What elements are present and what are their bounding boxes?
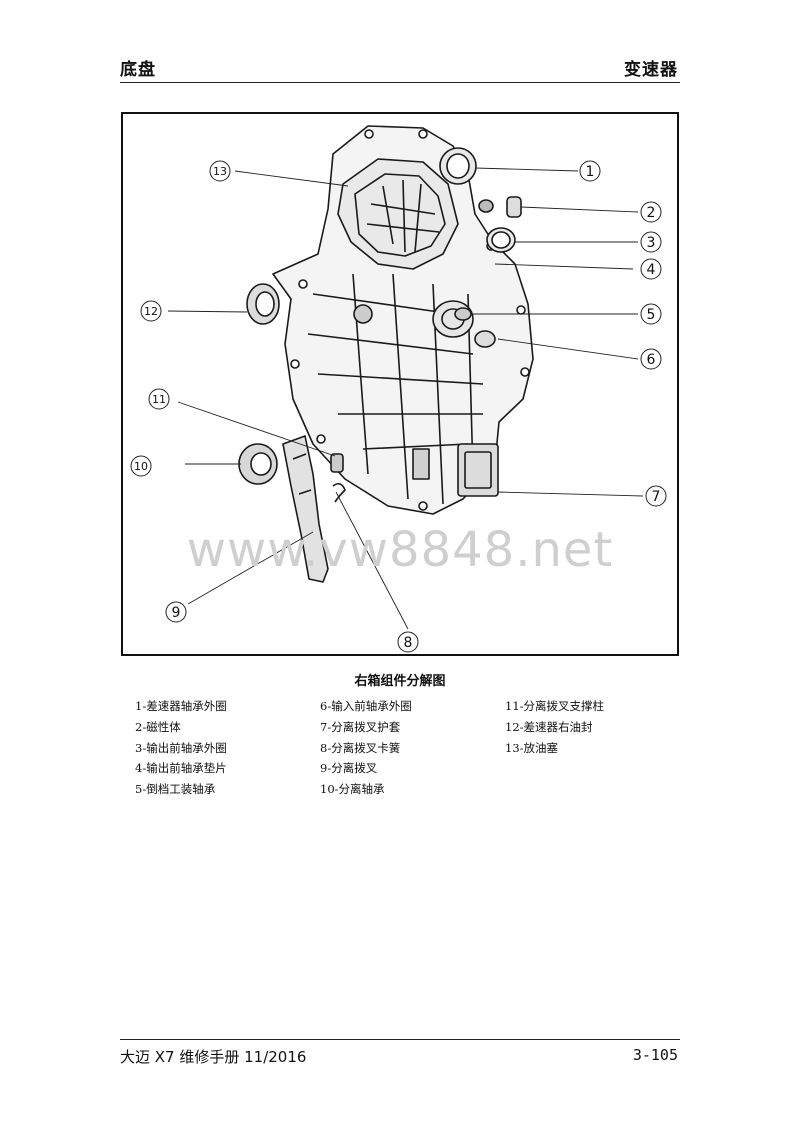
legend-item: 11-分离拨叉支撑柱: [505, 699, 605, 713]
transmission-housing-drawing: 1 2 3 4 5 6 7 8 9 10 11 12 13: [130, 125, 667, 653]
callout-1: 1: [586, 164, 595, 180]
callout-12: 12: [144, 305, 158, 318]
legend-item: 2-磁性体: [135, 719, 181, 734]
callout-9: 9: [172, 605, 181, 621]
callout-4: 4: [647, 262, 656, 278]
page-number: 3-105: [632, 1046, 678, 1064]
callout-7: 7: [652, 489, 661, 505]
legend-item: 1-差速器轴承外圈: [135, 699, 227, 713]
legend-item: 5-倒档工装轴承: [135, 782, 216, 797]
callout-10: 10: [134, 460, 148, 473]
chapter-title: 变速器: [624, 60, 678, 80]
callout-11: 11: [152, 393, 166, 406]
callout-6: 6: [647, 352, 656, 368]
callout-3: 3: [647, 235, 656, 251]
legend-column-3: 11-分离拨叉支撑柱 12-差速器右油封 13-放油塞: [505, 696, 604, 758]
legend-item: 8-分离拨叉卡簧: [320, 740, 401, 755]
legend-item: 3-输出前轴承外圈: [135, 740, 227, 755]
legend-item: 13-放油塞: [505, 740, 559, 755]
footer-rule: [120, 1039, 680, 1040]
section-title: 底盘: [120, 60, 156, 80]
callout-13: 13: [213, 165, 227, 178]
legend-item: 4-输出前轴承垫片: [135, 761, 227, 776]
legend-column-2: 6-输入前轴承外圈 7-分离拨叉护套 8-分离拨叉卡簧 9-分离拨叉 10-分离…: [320, 696, 412, 800]
callout-2: 2: [647, 205, 656, 221]
legend-column-1: 1-差速器轴承外圈 2-磁性体 3-输出前轴承外圈 4-输出前轴承垫片 5-倒档…: [135, 696, 227, 800]
legend-item: 12-差速器右油封: [505, 719, 593, 734]
figure-caption: 右箱组件分解图: [354, 674, 446, 689]
callout-8: 8: [404, 635, 413, 651]
legend-item: 10-分离轴承: [320, 782, 385, 797]
exploded-view-figure: 1 2 3 4 5 6 7 8 9 10 11 12 13 www.vw8848…: [121, 112, 679, 656]
watermark: www.vw8848.net: [186, 522, 614, 578]
legend-item: 7-分离拨叉护套: [320, 719, 401, 734]
legend-item: 6-输入前轴承外圈: [320, 699, 412, 713]
callout-5: 5: [647, 307, 656, 323]
header-rule: [120, 82, 680, 83]
manual-title: 大迈 X7 维修手册 11/2016: [120, 1048, 307, 1066]
legend-item: 9-分离拨叉: [320, 761, 378, 776]
